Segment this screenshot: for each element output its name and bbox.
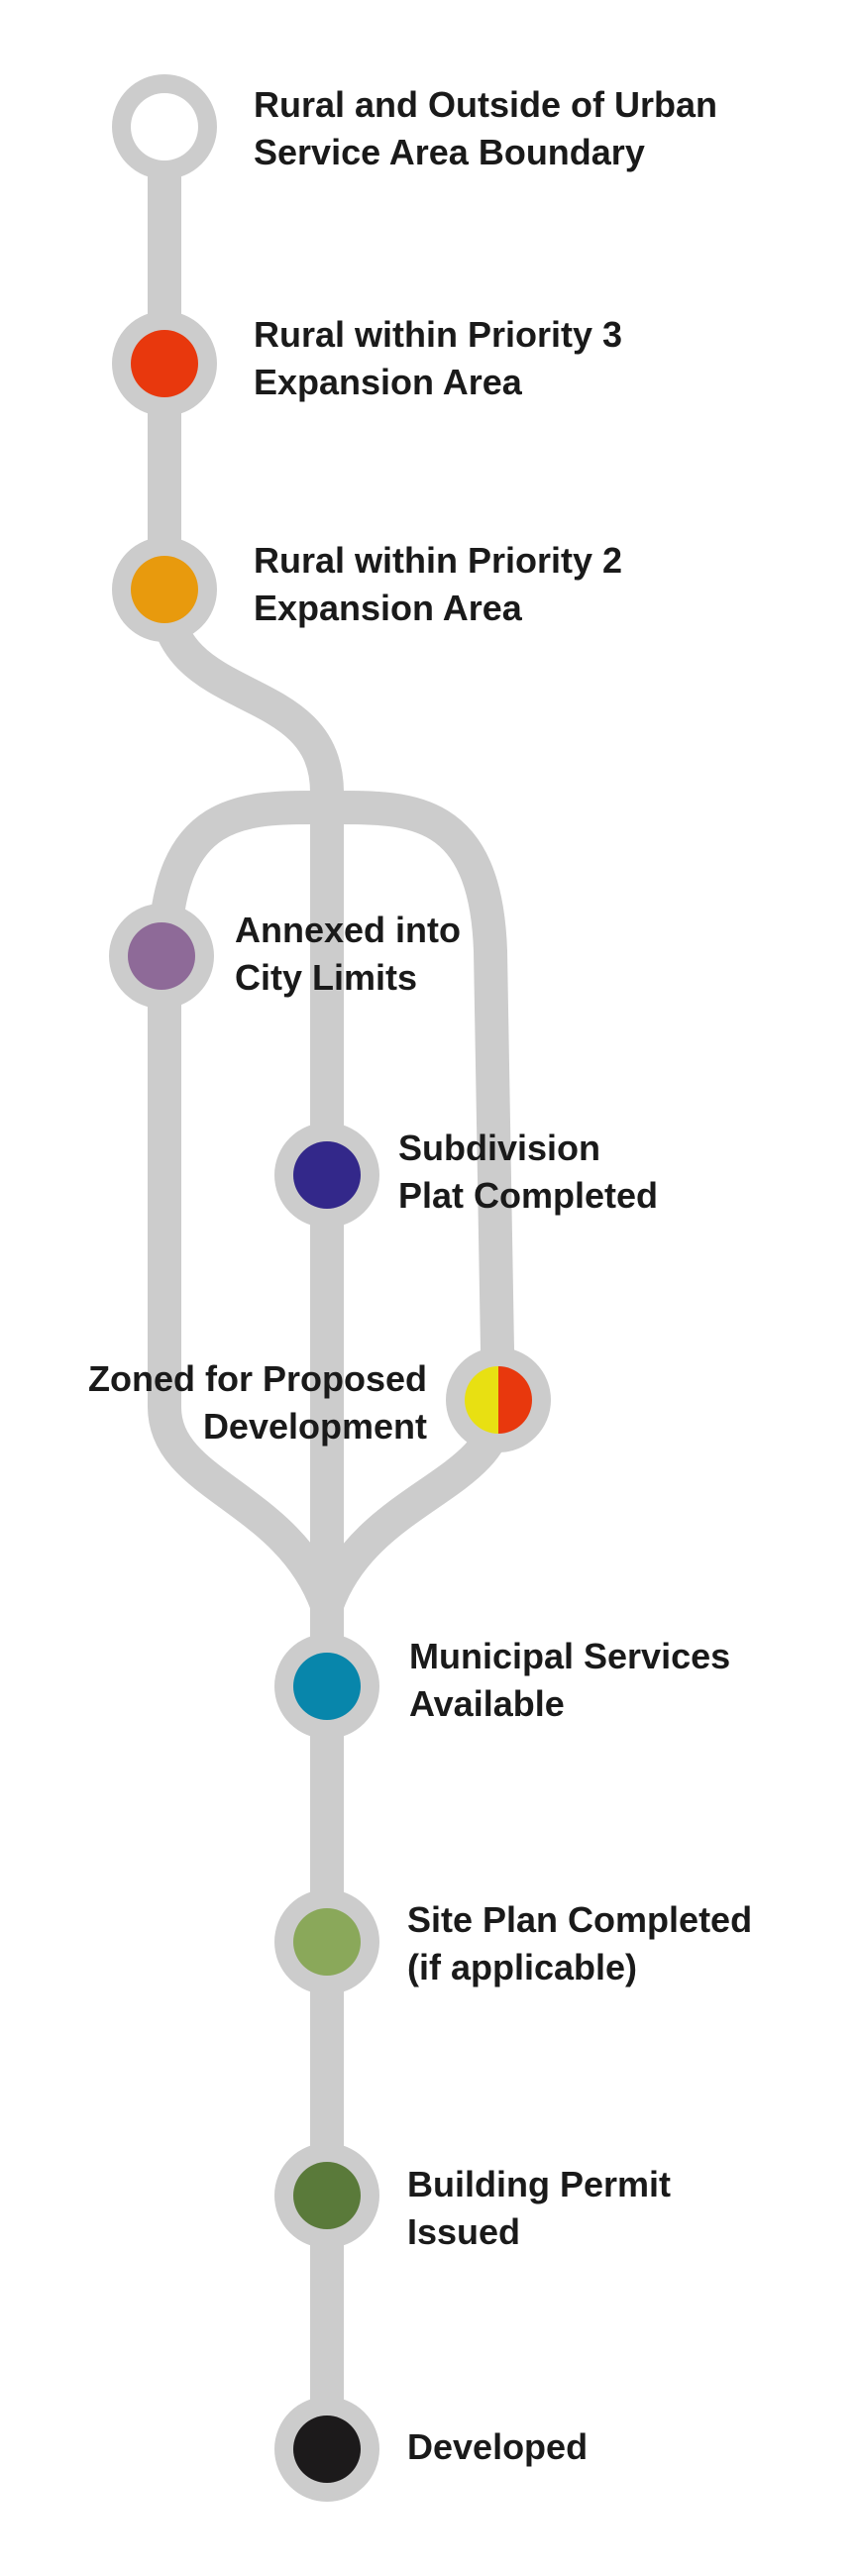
station-dot: [128, 922, 195, 990]
label-annexed: Annexed into City Limits: [235, 907, 461, 1002]
route-lines: [148, 110, 515, 2466]
station-site-plan: [274, 1889, 379, 1994]
station-subdivision-plat: [274, 1123, 379, 1228]
station-building-permit: [274, 2143, 379, 2248]
label-line: Developed: [407, 2426, 589, 2467]
station-rural-priority-2: [112, 537, 217, 642]
label-line: Municipal Services: [409, 1636, 731, 1676]
label-line: Subdivision: [398, 1127, 601, 1168]
station-rural-outside-usa: [112, 74, 217, 179]
label-line: Rural within Priority 2: [254, 540, 623, 581]
label-line: Site Plan Completed: [407, 1899, 753, 1940]
label-rural-outside-usa: Rural and Outside of Urban Service Area …: [254, 81, 717, 176]
station-dot-left-half: [465, 1366, 498, 1434]
label-line: (if applicable): [407, 1947, 638, 1987]
label-line: Available: [409, 1683, 565, 1724]
label-site-plan: Site Plan Completed (if applicable): [407, 1896, 752, 1991]
station-developed: [274, 2397, 379, 2502]
label-building-permit: Building Permit Issued: [407, 2161, 671, 2256]
label-zoned: Zoned for Proposed Development: [88, 1355, 427, 1450]
label-municipal-services: Municipal Services Available: [409, 1633, 730, 1728]
station-rural-priority-3: [112, 311, 217, 416]
label-line: Rural and Outside of Urban: [254, 84, 718, 125]
station-dot: [293, 2415, 361, 2483]
station-dot-right-half: [498, 1366, 532, 1434]
station-dot: [131, 330, 198, 397]
label-rural-priority-3: Rural within Priority 3 Expansion Area: [254, 311, 622, 406]
station-dot: [131, 93, 198, 161]
station-dot: [131, 556, 198, 623]
label-line: City Limits: [235, 957, 418, 998]
label-line: Expansion Area: [254, 362, 522, 402]
label-line: Building Permit: [407, 2164, 672, 2204]
label-subdivision-plat: Subdivision Plat Completed: [398, 1125, 658, 1220]
label-line: Service Area Boundary: [254, 132, 645, 172]
label-rural-priority-2: Rural within Priority 2 Expansion Area: [254, 537, 622, 632]
station-municipal-services: [274, 1634, 379, 1739]
label-developed: Developed: [407, 2423, 588, 2471]
label-line: Plat Completed: [398, 1175, 659, 1216]
station-dot: [293, 2162, 361, 2229]
label-line: Issued: [407, 2211, 521, 2252]
label-line: Zoned for Proposed: [88, 1358, 427, 1399]
station-annexed: [109, 904, 214, 1009]
route-top-trunk: [148, 110, 344, 809]
station-zoned: [446, 1347, 551, 1452]
station-dot: [293, 1141, 361, 1209]
label-line: Annexed into: [235, 910, 462, 950]
station-dot: [293, 1653, 361, 1720]
label-line: Rural within Priority 3: [254, 314, 623, 355]
station-dot: [293, 1908, 361, 1976]
label-line: Development: [202, 1406, 427, 1447]
label-line: Expansion Area: [254, 588, 522, 628]
route-left-branch: [148, 790, 344, 1622]
